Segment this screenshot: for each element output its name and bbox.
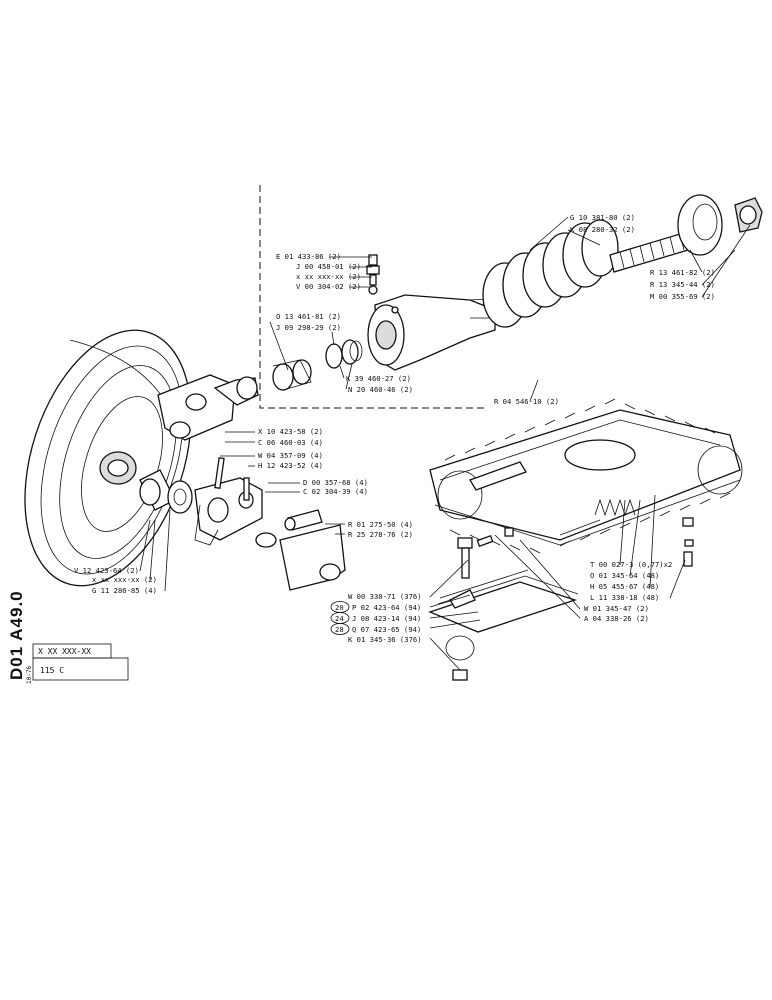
- label-g1128685: G 11 286-85 (4): [92, 586, 157, 595]
- label-xxxxx: x xx xxx-xx (2): [296, 272, 361, 281]
- label-r0127550: R 01 275-50 (4): [348, 520, 413, 529]
- label-h1242352: H 12 423-52 (4): [258, 461, 323, 470]
- label-x1042358: X 10 423-58 (2): [258, 427, 323, 436]
- recoil-spring: [482, 219, 619, 328]
- label-o1346181: O 13 461-81 (2): [276, 312, 341, 321]
- label-c0646003: C 06 460-03 (4): [258, 438, 323, 447]
- idler-yoke: [157, 374, 259, 441]
- label-a0433826: A 04 338-26 (2): [584, 614, 649, 623]
- label-d0035768: D 00 357-68 (4): [303, 478, 368, 487]
- track-frame: [429, 409, 743, 546]
- bushing: [292, 359, 312, 385]
- label-w0033071: W 00 330-71 (376): [348, 592, 422, 601]
- label-l1133818: L 11 338-18 (48): [590, 593, 659, 602]
- track-spring: [594, 498, 636, 517]
- track-bolt: [476, 527, 514, 548]
- ref-number-28: 28: [335, 625, 344, 634]
- ring: [325, 343, 343, 369]
- label-v1242364: V 12 423-64 (2): [74, 566, 139, 575]
- label-e0143386: E 01 433-86 (2): [276, 252, 341, 261]
- circled-ref-20: 20: [330, 601, 350, 613]
- ref-number-20: 20: [335, 603, 344, 612]
- leader-lines: [139, 216, 751, 671]
- label-r2527876: R 25 278-76 (2): [348, 530, 413, 539]
- end-plate: [677, 194, 723, 256]
- idler-axle: [255, 524, 346, 591]
- circled-ref-28: 28: [330, 623, 350, 635]
- label-h0545567: H 05 455-67 (48): [590, 582, 659, 591]
- label-r0454610: R 04 546-10 (2): [494, 397, 559, 406]
- label-xxxxx2: x xx xxx-xx (2): [92, 575, 157, 584]
- drawing-code: D01 A49.0: [7, 590, 26, 680]
- label-r1346182: R 13 461-82 (2): [650, 268, 715, 277]
- grease-fitting: [366, 254, 380, 295]
- track-links: [444, 398, 731, 554]
- label-k3946027: K 39 460-27 (2): [346, 374, 411, 383]
- drawing-code-suffix: 10-76: [26, 666, 33, 684]
- label-w0435709: W 04 357-09 (4): [258, 451, 323, 460]
- label-t0002731: T 00 027-3 (0,77)x2: [590, 560, 672, 569]
- track-shoe: [428, 569, 579, 633]
- label-v0030402: V 00 304-02 (2): [296, 282, 361, 291]
- label-g1038180: G 10 381-80 (2): [570, 213, 635, 222]
- label-j0045801: J 00 458-01 (2): [296, 262, 361, 271]
- title-block: D01 A49.0 10-76 X XX XXX-XX 115 C: [7, 590, 129, 684]
- circled-ref-24: 24: [330, 612, 350, 624]
- tensioner-group-frame: [259, 185, 488, 409]
- model-name: 115 C: [40, 666, 64, 675]
- shoe-bolt: [457, 537, 473, 579]
- pin: [284, 509, 323, 531]
- label-r1334544: R 13 345-44 (2): [650, 280, 715, 289]
- label-j0929829: J 09 298-29 (2): [276, 323, 341, 332]
- ref-number-24: 24: [335, 614, 344, 623]
- bolt-pair: [214, 457, 250, 501]
- idler-wheel: [24, 329, 192, 587]
- label-w0134547: W 01 345-47 (2): [584, 604, 649, 613]
- shoe-nut: [445, 635, 475, 681]
- label-c0230439: C 02 304-39 (4): [303, 487, 368, 496]
- idler-bearing: [139, 469, 193, 514]
- label-n2046046: N 20 460-46 (2): [348, 385, 413, 394]
- label-k0134536: K 01 345-36 (376): [348, 635, 422, 644]
- small-bolt: [682, 517, 694, 567]
- tensioner-cylinder: [367, 294, 506, 371]
- label-m0035569: M 00 355-69 (2): [650, 292, 715, 301]
- part-code: X XX XXX-XX: [38, 647, 91, 656]
- bushing: [272, 363, 294, 391]
- label-q0742365: Q 07 423-65 (94): [352, 625, 421, 634]
- label-k0828032: K 08 280-32 (2): [570, 225, 635, 234]
- label-o0134564: O 01 345-64 (48): [590, 571, 659, 580]
- label-j0842314: J 08 423-14 (94): [352, 614, 421, 623]
- bearing-block: [194, 477, 263, 546]
- label-p0242364: P 02 423-64 (94): [352, 603, 421, 612]
- adjusting-nut: [734, 197, 763, 233]
- bushing-body: [272, 359, 312, 391]
- ring: [349, 340, 363, 362]
